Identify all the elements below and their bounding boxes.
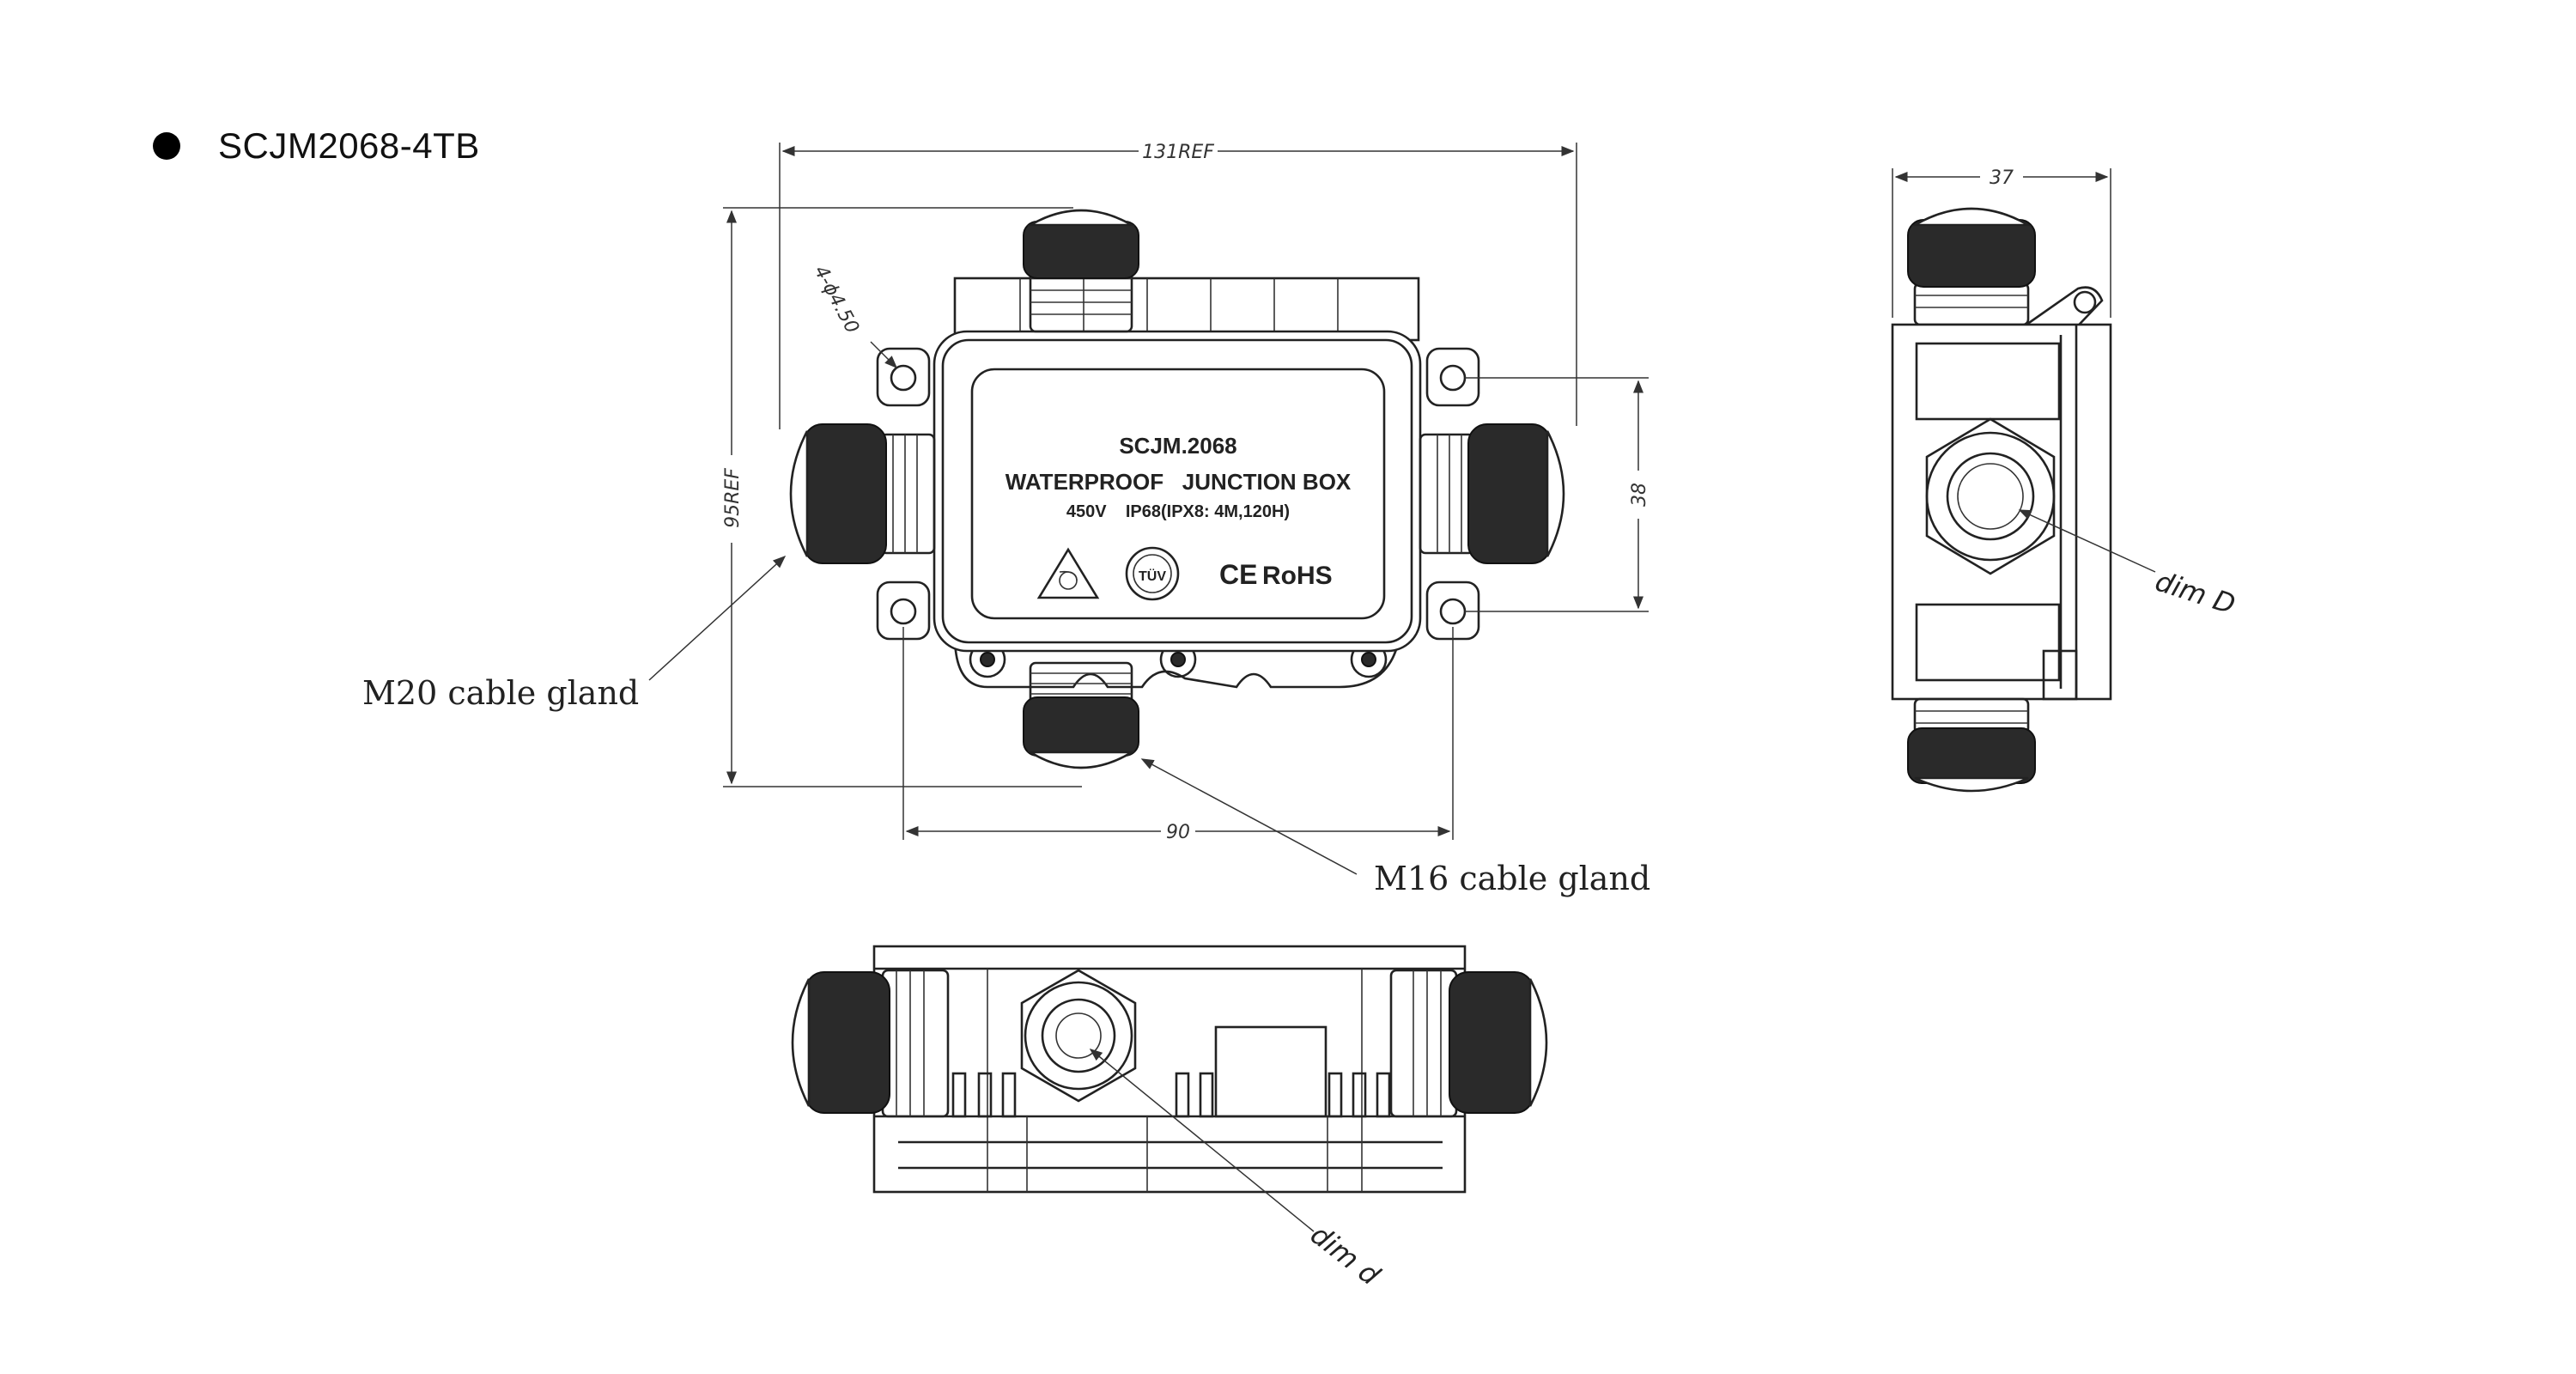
product-title: SCJM2068-4TB (218, 125, 480, 166)
cert-marks: TÜV CE RoHS (1036, 546, 1333, 601)
tuv-text: TÜV (1139, 568, 1166, 584)
dim-depth-text: 37 (1990, 167, 2014, 189)
dim-hole-pitch-x-text: 90 (1166, 822, 1190, 843)
dim-height-ref: 95REF (722, 207, 1082, 787)
dim-hole-pitch-y-text: 38 (1629, 483, 1650, 507)
top-m16-gland (1023, 209, 1139, 333)
left-m20-gland (789, 423, 936, 564)
dim-hole-pitch-x: 90 (902, 627, 1454, 843)
label-plate (970, 368, 1386, 620)
callout-dim-d-text: dim d (1304, 1218, 1387, 1292)
dim-hole-spec-text: 4-ϕ4.50 (810, 262, 863, 337)
side-view: 37 dim D (1891, 167, 2239, 793)
rohs-mark: RoHS (1262, 562, 1333, 590)
plate-line2: 450V IP68(IPX8: 4M,120H) (1066, 502, 1290, 521)
dim-width-ref-text: 131REF (1142, 142, 1214, 163)
callout-m16: M16 cable gland (1140, 758, 1650, 897)
side-housing (1891, 323, 2112, 701)
ce-mark-icon: CE (1219, 559, 1257, 590)
bottom-view: dim d (791, 945, 1548, 1292)
bottom-m16-gland (1023, 661, 1139, 769)
header: SCJM2068-4TB (153, 120, 480, 172)
bottom-hex-nut-icon (1020, 969, 1137, 1103)
dim-width-ref: 131REF (779, 142, 1577, 429)
rcm-mark-icon (1036, 547, 1100, 599)
plate-line1: WATERPROOF JUNCTION BOX (1005, 469, 1352, 495)
bullet-icon (153, 132, 180, 160)
side-hex-nut-icon (1925, 417, 2056, 575)
callout-m16-text: M16 cable gland (1374, 860, 1650, 897)
callout-m20-text: M20 cable gland (362, 674, 639, 712)
front-view: SCJM.2068 WATERPROOF JUNCTION BOX 450V I… (362, 142, 1650, 897)
bottom-housing (872, 945, 1467, 1194)
plate-model: SCJM.2068 (1119, 433, 1236, 459)
dim-hole-pitch-y: 38 (1465, 377, 1650, 612)
callout-dim-D-text: dim D (2152, 564, 2239, 621)
callout-m20: M20 cable gland (362, 555, 787, 712)
right-m20-gland (1419, 423, 1565, 564)
dim-height-ref-text: 95REF (722, 468, 744, 528)
tuv-mark-icon (1125, 546, 1180, 601)
